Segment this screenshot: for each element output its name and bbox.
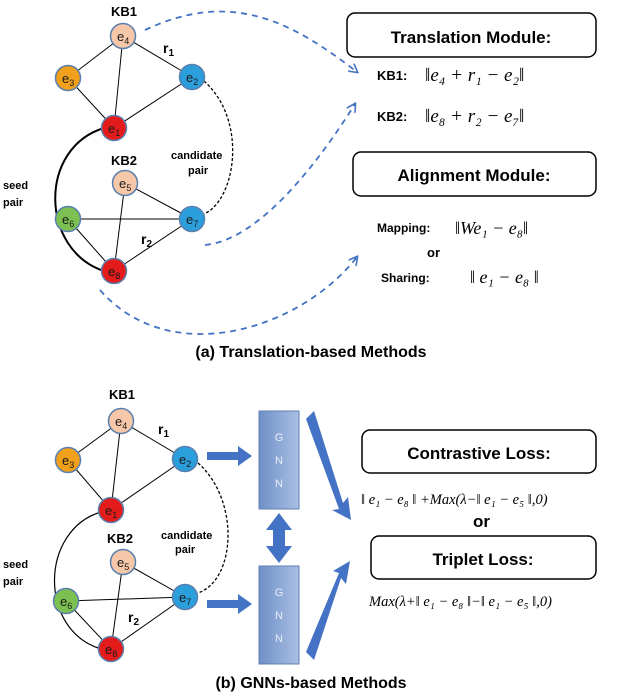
node-e5-top: e5: [111, 169, 139, 197]
svg-text:e1: e1: [108, 121, 120, 138]
caption-b: (b) GNNs-based Methods: [215, 675, 406, 692]
svg-text:e7: e7: [179, 590, 191, 607]
node-e6-top: e6: [54, 205, 82, 233]
translation-module-box: [346, 12, 597, 58]
or-label-bottom: or: [473, 512, 490, 531]
svg-text:e4: e4: [117, 29, 129, 46]
svg-text:e4: e4: [115, 414, 127, 431]
svg-text:e8: e8: [108, 264, 120, 281]
node-e1-top: e1: [100, 114, 128, 142]
arrow-kb1-to-gnn: [207, 446, 252, 466]
svg-text:e1: e1: [105, 503, 117, 520]
candidate-pair-label-top: candidate pair: [171, 150, 225, 177]
triplet-loss-box: [370, 535, 597, 580]
svg-text:e3: e3: [62, 453, 74, 470]
alignment-module-title: Alignment Module:: [398, 166, 551, 185]
r1-label-top: r1: [163, 40, 174, 59]
candidate-pair-curve-top: [203, 80, 234, 215]
dashed-arrow-alignment: [99, 257, 357, 335]
r2-label-bottom: r2: [128, 609, 139, 628]
svg-text:N: N: [275, 455, 283, 467]
dashed-arrow-kb2: [204, 104, 355, 246]
node-e3-top: e3: [54, 64, 82, 92]
contrastive-loss-formula: ‖ e₁ − e₈ ‖ +Max(λ−‖ e₁ − e₅ ‖,0): [361, 492, 548, 508]
r1-label-bottom: r1: [158, 421, 169, 440]
translation-module-title: Translation Module:: [391, 28, 552, 47]
r2-label-top: r2: [141, 231, 152, 250]
contrastive-loss-title: Contrastive Loss:: [407, 444, 551, 463]
node-e3-bottom: e3: [54, 446, 82, 474]
seed-pair-curve-bottom: [53, 511, 102, 650]
svg-text:e5: e5: [119, 176, 131, 193]
svg-text:G: G: [275, 587, 284, 599]
seed-pair-label-bottom: seed pair: [3, 559, 31, 588]
svg-text:e2: e2: [179, 452, 191, 469]
node-e1-bottom: e1: [97, 496, 125, 524]
sharing-formula: ‖ e₁ − e₈ ‖: [470, 267, 539, 287]
arrow-kb2-to-gnn: [207, 594, 252, 614]
alignment-module-box: [352, 151, 597, 197]
arrow-gnn-bottom-to-loss: [306, 561, 350, 660]
gnn-box-top: G N N: [258, 410, 300, 510]
node-e8-top: e8: [100, 257, 128, 285]
candidate-pair-label-bottom: candidate pair: [161, 530, 215, 556]
svg-text:N: N: [275, 478, 283, 490]
svg-text:e7: e7: [186, 212, 198, 229]
arrow-gnn-top-to-loss: [306, 411, 351, 520]
kb1-formula-label: KB1:: [377, 68, 407, 83]
node-e2-bottom: e2: [171, 445, 199, 473]
triplet-loss-title: Triplet Loss:: [432, 550, 533, 569]
node-e7-top: e7: [178, 205, 206, 233]
sharing-label: Sharing:: [381, 271, 430, 285]
candidate-pair-curve-bottom: [197, 462, 229, 594]
svg-text:e5: e5: [117, 555, 129, 572]
caption-a: (a) Translation-based Methods: [195, 344, 426, 361]
kb2-formula: ‖e₈ + r₂ − e₇‖: [425, 106, 524, 127]
gnn-shared-double-arrow: [266, 513, 292, 563]
svg-text:e6: e6: [62, 212, 74, 229]
kb1-formula: ‖e₄ + r₁ − e₂‖: [425, 65, 524, 86]
svg-text:G: G: [275, 432, 284, 444]
gnn-box-bottom: G N N: [258, 565, 300, 665]
node-e4-top: e4: [109, 22, 137, 50]
gnn-section: e4 e3 e2 e1 e5 e6 e7 e8 KB1: [3, 387, 597, 692]
translation-section: e4 e3 e2 e1 e5 e6 e7 e8: [3, 4, 597, 361]
svg-text:N: N: [275, 610, 283, 622]
mapping-formula: ‖We₁ − e₈‖: [455, 218, 528, 238]
svg-text:e2: e2: [186, 70, 198, 87]
seed-pair-label-top: seed pair: [3, 180, 31, 209]
svg-text:e3: e3: [62, 71, 74, 88]
seed-pair-curve-top: [54, 127, 105, 272]
node-e6-bottom: e6: [52, 587, 80, 615]
svg-text:e6: e6: [60, 594, 72, 611]
contrastive-loss-box: [361, 429, 597, 474]
kb2-edges-bottom: [65, 561, 186, 650]
kb1-label-top: KB1: [111, 4, 137, 19]
kb1-label-bottom: KB1: [109, 387, 135, 402]
mapping-label: Mapping:: [377, 221, 430, 235]
svg-text:N: N: [275, 633, 283, 645]
kb2-edges-top: [67, 182, 193, 272]
triplet-loss-formula: Max(λ+‖ e₁ − e₈ ‖−‖ e₁ − e₅ ‖,0): [368, 594, 552, 610]
kb2-formula-label: KB2:: [377, 109, 407, 124]
node-e7-bottom: e7: [171, 583, 199, 611]
or-label-top: or: [427, 245, 440, 260]
dashed-arrow-kb1: [144, 10, 357, 72]
node-e5-bottom: e5: [109, 548, 137, 576]
node-e2-top: e2: [178, 63, 206, 91]
kb2-label-top: KB2: [111, 153, 137, 168]
svg-text:e8: e8: [105, 642, 117, 659]
node-e4-bottom: e4: [107, 407, 135, 435]
kb2-label-bottom: KB2: [107, 531, 133, 546]
node-e8-bottom: e8: [97, 635, 125, 663]
